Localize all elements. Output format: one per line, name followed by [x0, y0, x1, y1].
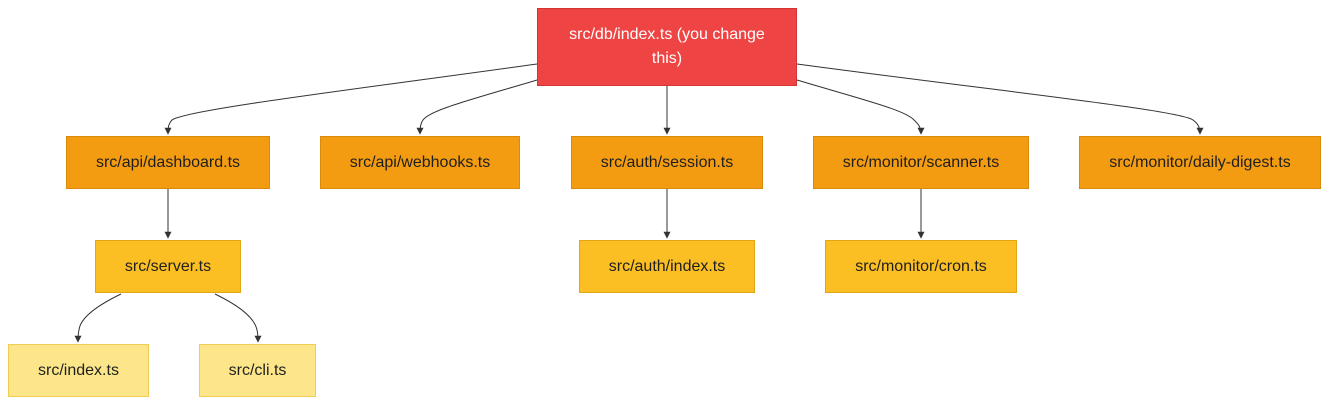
node-api-dashboard: src/api/dashboard.ts: [66, 136, 270, 189]
node-api-webhooks: src/api/webhooks.ts: [320, 136, 520, 189]
node-auth-index: src/auth/index.ts: [579, 240, 755, 293]
node-monitor-scanner-label: src/monitor/scanner.ts: [842, 153, 1000, 171]
node-server: src/server.ts: [95, 240, 241, 293]
node-api-webhooks-label: src/api/webhooks.ts: [349, 153, 491, 171]
node-db-index-label: src/db/index.ts (you change this): [569, 26, 765, 67]
node-api-dashboard-label: src/api/dashboard.ts: [95, 153, 241, 171]
node-monitor-cron-label: src/monitor/cron.ts: [855, 257, 987, 275]
node-monitor-cron: src/monitor/cron.ts: [825, 240, 1017, 293]
node-index: src/index.ts: [8, 344, 149, 397]
node-server-label: src/server.ts: [124, 257, 212, 275]
node-monitor-daily-digest-label: src/monitor/daily-digest.ts: [1109, 153, 1291, 171]
node-index-label: src/index.ts: [38, 361, 119, 379]
node-monitor-daily-digest: src/monitor/daily-digest.ts: [1079, 136, 1321, 189]
node-cli: src/cli.ts: [199, 344, 316, 397]
edge-server-to-cli: [214, 293, 262, 343]
edge-root-to-scanner: [796, 79, 925, 135]
node-db-index: src/db/index.ts (you change this): [537, 8, 797, 86]
node-auth-session: src/auth/session.ts: [571, 136, 763, 189]
edge-root-to-dashboard: [164, 63, 538, 135]
node-auth-index-label: src/auth/index.ts: [608, 257, 726, 275]
edge-root-to-webhooks: [416, 79, 538, 135]
node-auth-session-label: src/auth/session.ts: [600, 153, 734, 171]
node-cli-label: src/cli.ts: [228, 361, 287, 379]
node-monitor-scanner: src/monitor/scanner.ts: [813, 136, 1029, 189]
edge-root-to-digest: [796, 63, 1204, 135]
edge-server-to-index: [74, 293, 122, 343]
